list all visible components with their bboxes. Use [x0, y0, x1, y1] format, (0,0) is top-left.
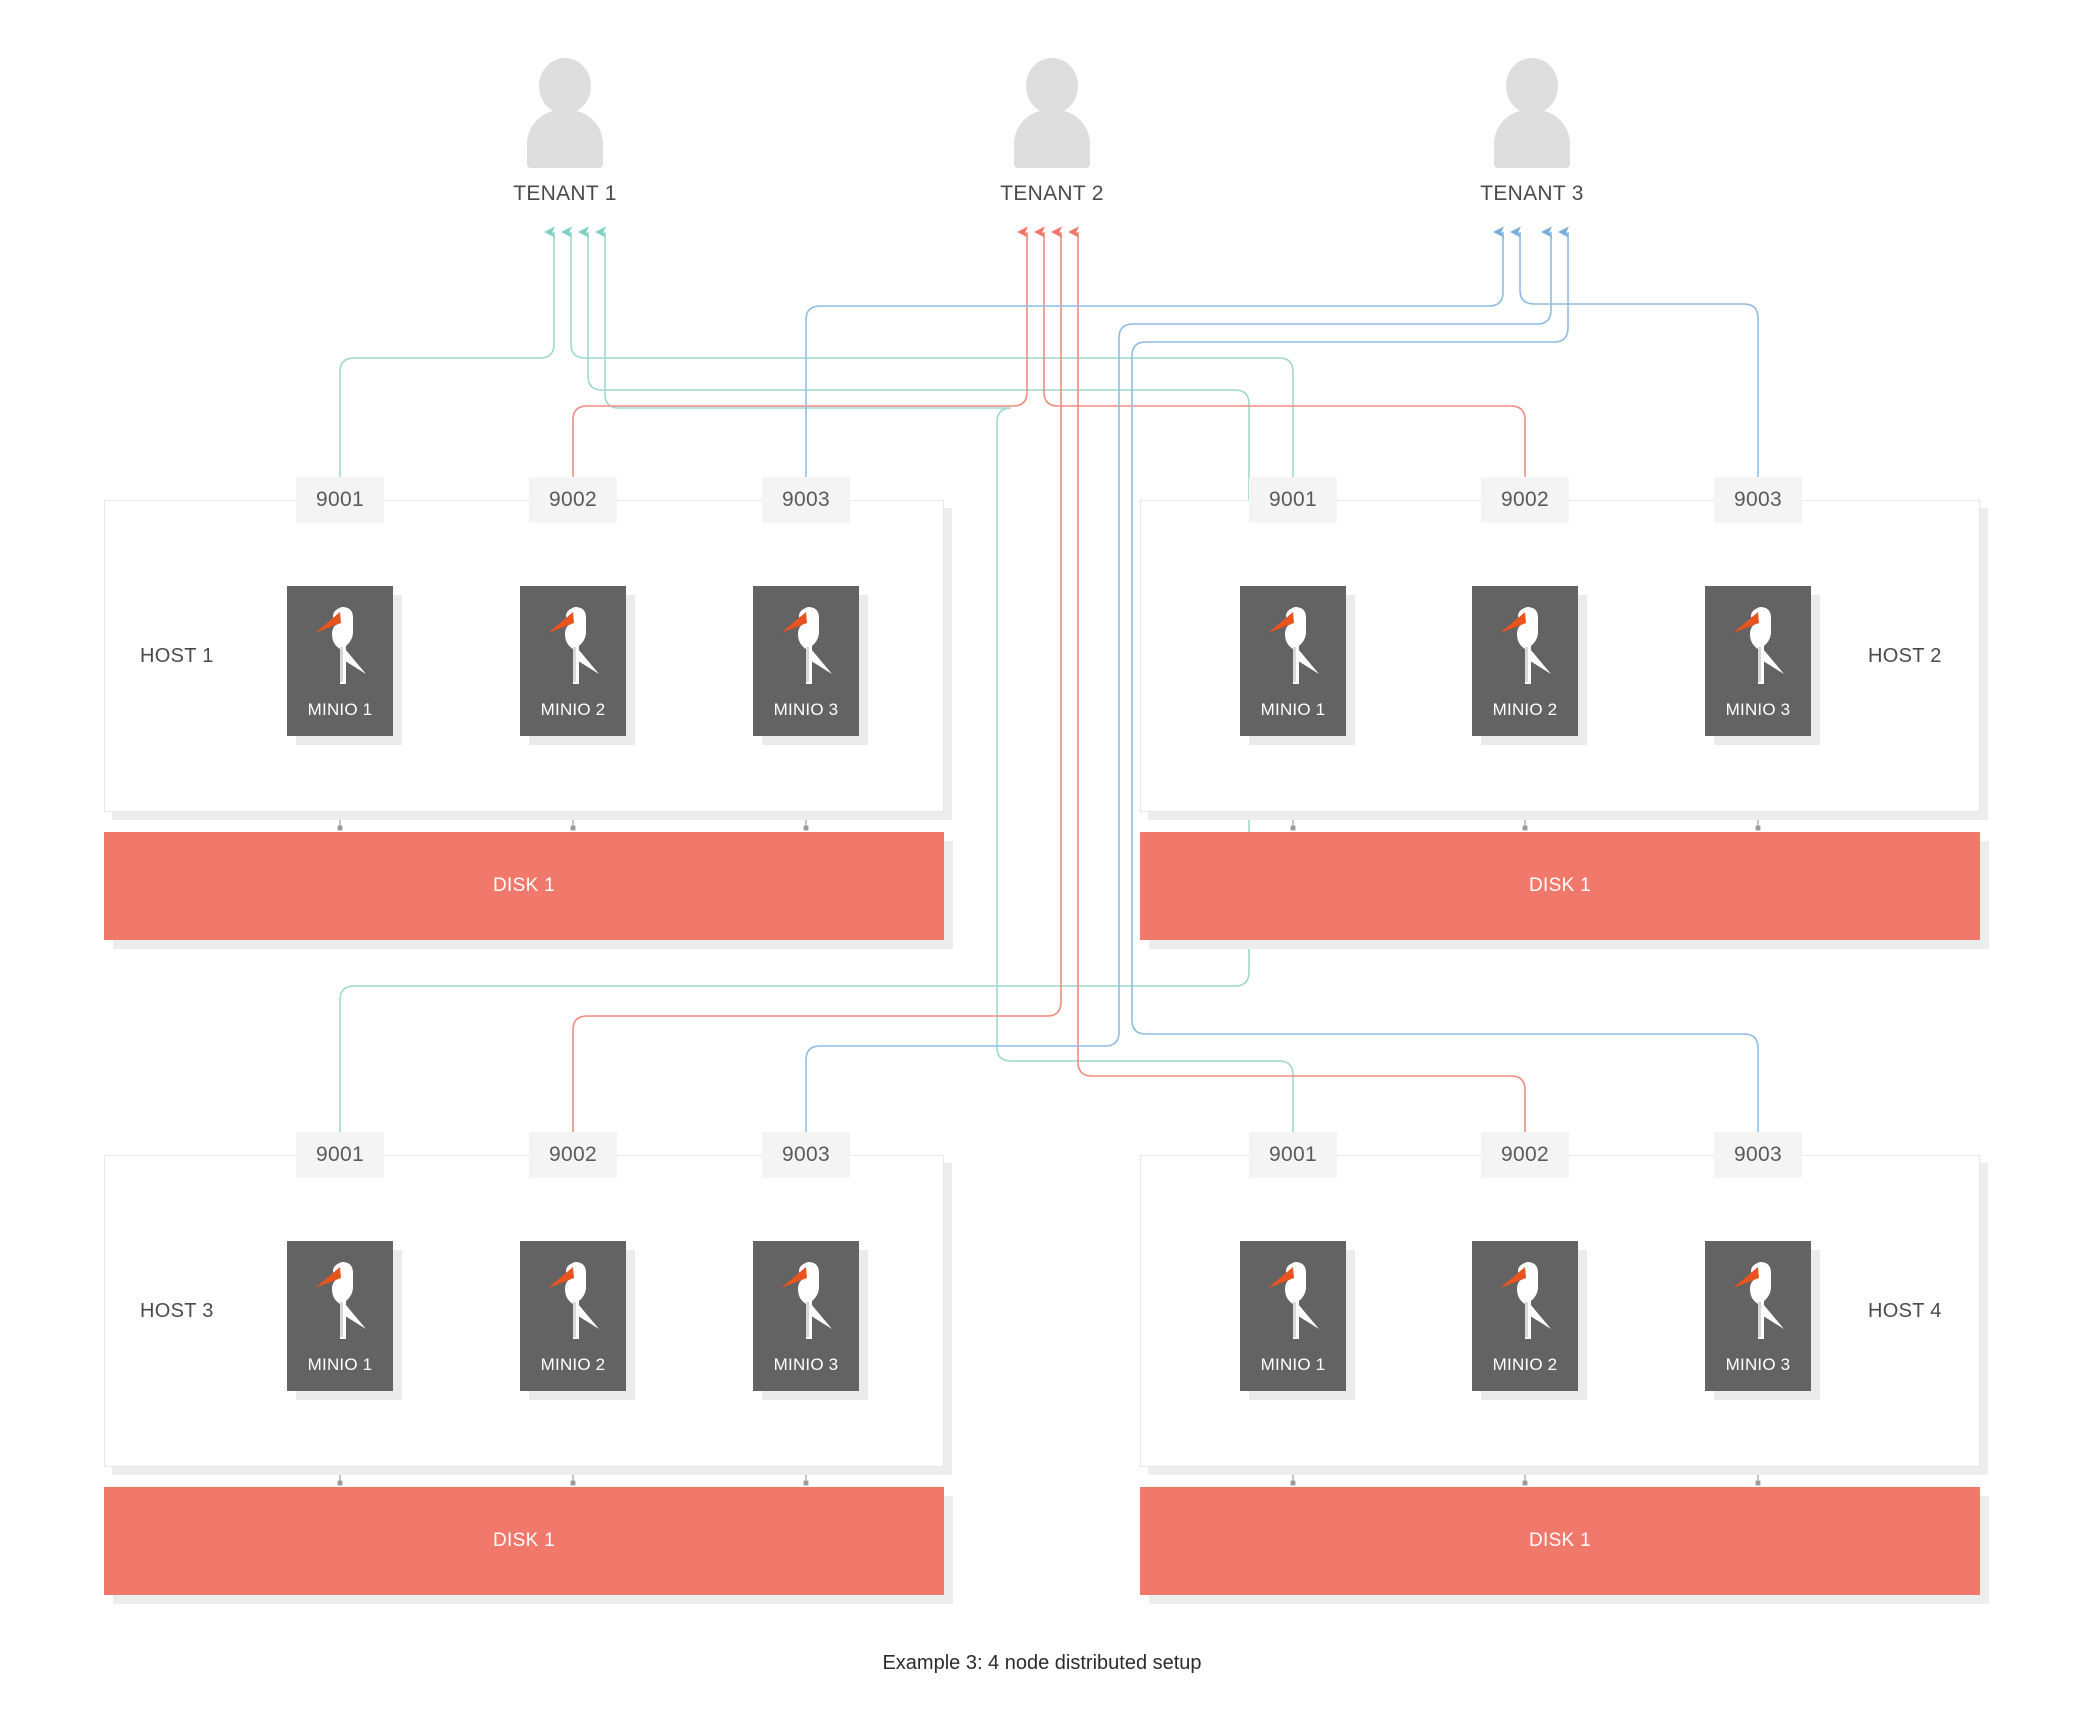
minio-flamingo-icon — [1268, 607, 1319, 684]
minio-node-label: MINIO 2 — [1492, 1355, 1558, 1374]
user-avatar-icon — [517, 58, 615, 176]
disk-bar: DISK 1 — [104, 832, 944, 940]
minio-node[interactable]: MINIO 1 — [1240, 1241, 1346, 1391]
host-2-label: HOST 2 — [1868, 645, 1942, 667]
minio-node-label: MINIO 1 — [1260, 1355, 1326, 1374]
minio-flamingo-icon — [1733, 1262, 1784, 1339]
port-chip-9003[interactable]: 9003 — [1714, 477, 1802, 523]
disk-bar: DISK 1 — [104, 1487, 944, 1595]
minio-node-label: MINIO 2 — [540, 700, 606, 719]
port-chip-9001[interactable]: 9001 — [1249, 477, 1337, 523]
minio-flamingo-icon — [315, 607, 366, 684]
minio-flamingo-icon — [781, 607, 832, 684]
minio-node[interactable]: MINIO 1 — [1240, 586, 1346, 736]
minio-node-label: MINIO 2 — [540, 1355, 606, 1374]
tenant-label: TENANT 2 — [1000, 182, 1104, 205]
figure-caption: Example 3: 4 node distributed setup — [882, 1652, 1202, 1674]
minio-flamingo-icon — [548, 607, 599, 684]
minio-node[interactable]: MINIO 3 — [753, 586, 859, 736]
minio-node-label: MINIO 3 — [1725, 700, 1791, 719]
minio-node-label: MINIO 3 — [773, 1355, 839, 1374]
host-4-label: HOST 4 — [1868, 1300, 1942, 1322]
tenant-3[interactable]: TENANT 3 — [1437, 58, 1627, 206]
minio-node-label: MINIO 2 — [1492, 700, 1558, 719]
minio-flamingo-icon — [315, 1262, 366, 1339]
minio-node-label: MINIO 3 — [1725, 1355, 1791, 1374]
port-chip-9003[interactable]: 9003 — [762, 1132, 850, 1178]
minio-flamingo-icon — [781, 1262, 832, 1339]
minio-node[interactable]: MINIO 3 — [753, 1241, 859, 1391]
minio-node[interactable]: MINIO 2 — [520, 1241, 626, 1391]
port-chip-9001[interactable]: 9001 — [296, 477, 384, 523]
minio-node-label: MINIO 1 — [1260, 700, 1326, 719]
user-avatar-icon — [1004, 58, 1102, 176]
minio-node[interactable]: MINIO 2 — [520, 586, 626, 736]
minio-flamingo-icon — [1500, 1262, 1551, 1339]
minio-flamingo-icon — [1268, 1262, 1319, 1339]
disk-bar: DISK 1 — [1140, 1487, 1980, 1595]
tenant-1[interactable]: TENANT 1 — [470, 58, 660, 206]
minio-flamingo-icon — [1500, 607, 1551, 684]
minio-node[interactable]: MINIO 3 — [1705, 1241, 1811, 1391]
port-chip-9003[interactable]: 9003 — [762, 477, 850, 523]
port-chip-9002[interactable]: 9002 — [1481, 1132, 1569, 1178]
host-3-label: HOST 3 — [140, 1300, 214, 1322]
port-chip-9001[interactable]: 9001 — [1249, 1132, 1337, 1178]
minio-node-label: MINIO 1 — [307, 1355, 373, 1374]
port-chip-9001[interactable]: 9001 — [296, 1132, 384, 1178]
minio-node[interactable]: MINIO 1 — [287, 586, 393, 736]
minio-node[interactable]: MINIO 2 — [1472, 586, 1578, 736]
port-chip-9002[interactable]: 9002 — [1481, 477, 1569, 523]
minio-node[interactable]: MINIO 3 — [1705, 586, 1811, 736]
minio-flamingo-icon — [1733, 607, 1784, 684]
disk-bar: DISK 1 — [1140, 832, 1980, 940]
port-chip-9002[interactable]: 9002 — [529, 477, 617, 523]
tenant-label: TENANT 1 — [513, 182, 617, 205]
minio-flamingo-icon — [548, 1262, 599, 1339]
user-avatar-icon — [1484, 58, 1582, 176]
port-chip-9003[interactable]: 9003 — [1714, 1132, 1802, 1178]
tenant-label: TENANT 3 — [1480, 182, 1584, 205]
port-chip-9002[interactable]: 9002 — [529, 1132, 617, 1178]
minio-node-label: MINIO 1 — [307, 700, 373, 719]
minio-node-label: MINIO 3 — [773, 700, 839, 719]
minio-node[interactable]: MINIO 2 — [1472, 1241, 1578, 1391]
host-1-label: HOST 1 — [140, 645, 214, 667]
tenant-2[interactable]: TENANT 2 — [957, 58, 1147, 206]
minio-node[interactable]: MINIO 1 — [287, 1241, 393, 1391]
